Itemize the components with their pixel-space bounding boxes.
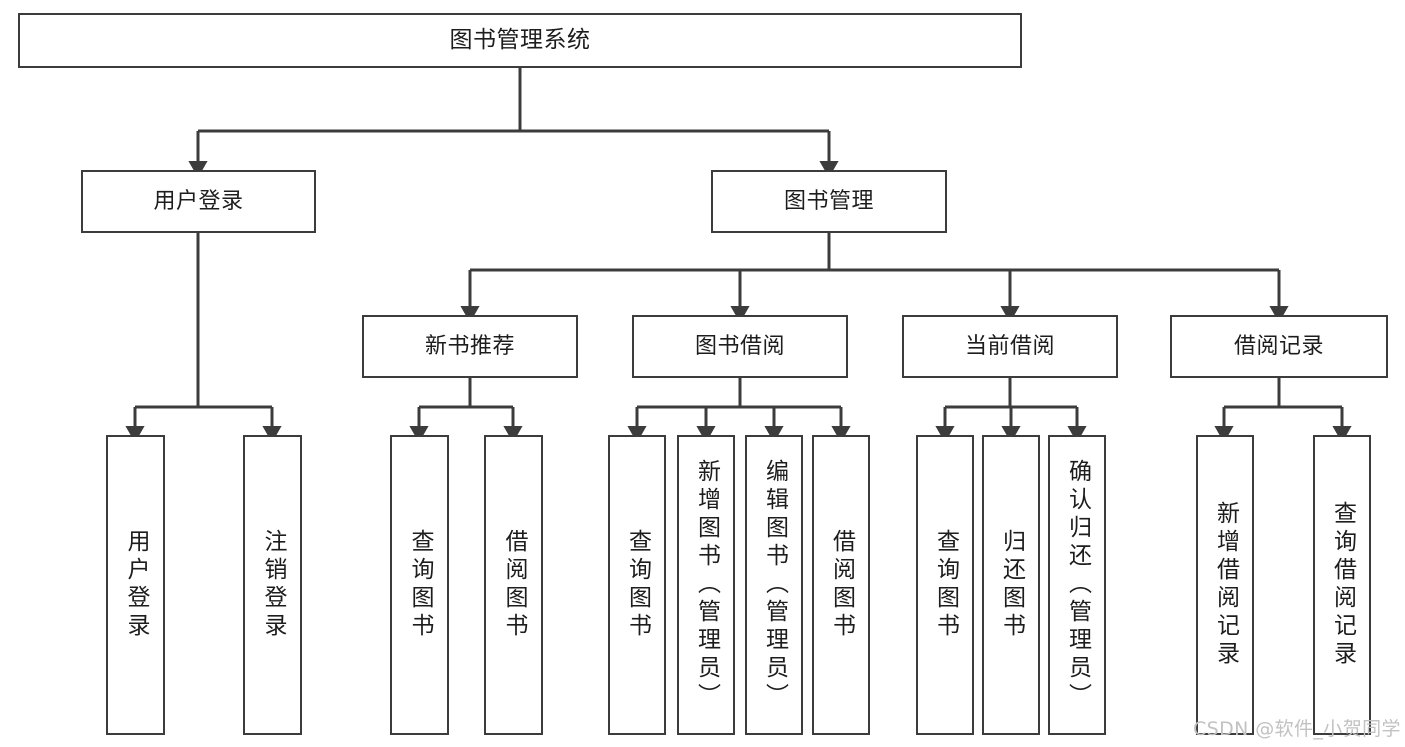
node-borrow-record-label: 借阅记录 <box>1233 333 1324 359</box>
node-leaf-query-book-2-label: 查询图书 <box>624 529 651 641</box>
node-leaf-user-login-label: 用户登录 <box>123 529 149 641</box>
node-borrow-record[interactable]: 借阅记录 <box>1170 315 1388 378</box>
node-leaf-confirm-return[interactable]: 确认归还（管理员） <box>1048 435 1106 735</box>
node-book-borrow-label: 图书借阅 <box>694 333 785 359</box>
node-leaf-borrow-book-1[interactable]: 借阅图书 <box>484 435 543 735</box>
node-new-book-rec-label: 新书推荐 <box>424 333 515 359</box>
node-leaf-query-book-1[interactable]: 查询图书 <box>390 435 449 735</box>
node-leaf-edit-book[interactable]: 编辑图书（管理员） <box>745 435 803 735</box>
node-leaf-borrow-book-1-label: 借阅图书 <box>501 529 527 641</box>
node-leaf-user-login[interactable]: 用户登录 <box>106 435 165 735</box>
node-current-borrow[interactable]: 当前借阅 <box>902 315 1118 378</box>
watermark: CSDN @软件_小贺同学 <box>1193 718 1401 740</box>
node-leaf-confirm-return-label: 确认归还（管理员） <box>1064 459 1091 711</box>
node-leaf-query-record-label: 查询借阅记录 <box>1329 501 1356 669</box>
node-user-login[interactable]: 用户登录 <box>81 170 316 233</box>
node-new-book-rec[interactable]: 新书推荐 <box>362 315 578 378</box>
node-book-manage-label: 图书管理 <box>783 188 874 214</box>
node-book-manage[interactable]: 图书管理 <box>711 170 947 233</box>
node-leaf-add-record-label: 新增借阅记录 <box>1212 501 1239 669</box>
node-leaf-return-book[interactable]: 归还图书 <box>982 435 1040 735</box>
node-leaf-query-book-3-label: 查询图书 <box>932 529 959 641</box>
node-leaf-return-book-label: 归还图书 <box>998 529 1025 641</box>
node-leaf-logout[interactable]: 注销登录 <box>243 435 302 735</box>
node-leaf-borrow-book-2[interactable]: 借阅图书 <box>812 435 870 735</box>
node-current-borrow-label: 当前借阅 <box>964 333 1055 359</box>
node-leaf-query-record[interactable]: 查询借阅记录 <box>1313 435 1371 735</box>
node-leaf-borrow-book-2-label: 借阅图书 <box>828 529 855 641</box>
node-leaf-edit-book-label: 编辑图书（管理员） <box>761 459 788 711</box>
node-leaf-add-book-label: 新增图书（管理员） <box>693 459 720 711</box>
node-leaf-query-book-2[interactable]: 查询图书 <box>608 435 666 735</box>
node-leaf-query-book-3[interactable]: 查询图书 <box>916 435 974 735</box>
node-leaf-add-record[interactable]: 新增借阅记录 <box>1196 435 1254 735</box>
node-user-login-label: 用户登录 <box>153 188 244 214</box>
node-root[interactable]: 图书管理系统 <box>18 13 1022 68</box>
node-root-label: 图书管理系统 <box>449 26 591 53</box>
node-leaf-query-book-1-label: 查询图书 <box>407 529 433 641</box>
node-leaf-add-book[interactable]: 新增图书（管理员） <box>677 435 735 735</box>
node-leaf-logout-label: 注销登录 <box>260 529 286 641</box>
node-book-borrow[interactable]: 图书借阅 <box>632 315 848 378</box>
